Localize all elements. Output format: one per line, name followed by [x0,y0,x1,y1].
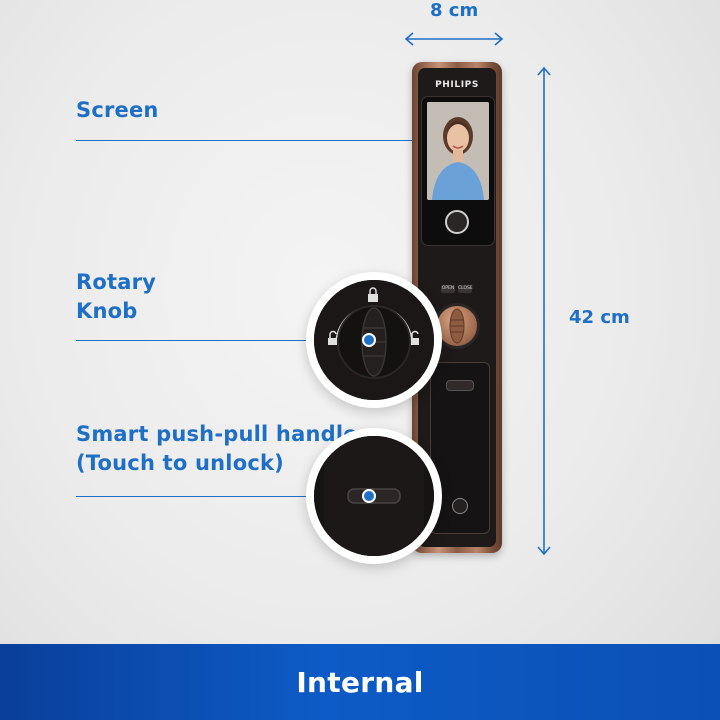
fingerprint-sensor-icon[interactable] [445,210,469,234]
handle-label-line1: Smart push-pull handle [76,422,358,446]
lower-sensor-icon [452,498,468,514]
rotary-knob[interactable] [437,306,477,346]
width-dimension-label: 8 cm [430,0,479,21]
handle-callout-dot [362,489,376,503]
rotary-knob-label-line1: Rotary [76,270,157,294]
rotary-knob-label-line2: Knob [76,299,138,323]
screen-leader-line [76,140,428,141]
height-dimension-label: 42 cm [569,307,630,328]
lock-screen [427,102,489,200]
screen-label: Screen [76,98,159,122]
handle-leader-line [76,496,366,497]
rotary-knob-label: Rotary Knob [76,268,156,326]
person-photo-icon [427,102,489,200]
padlock-closed-icon [368,287,378,302]
handle-touch-slot[interactable] [446,380,474,391]
brand-logo: PHILIPS [435,80,479,90]
handle-label-line2: (Touch to unlock) [76,451,284,475]
open-button[interactable]: OPEN [441,285,455,293]
handle-label: Smart push-pull handle (Touch to unlock) [76,420,358,478]
close-button[interactable]: CLOSE [458,285,473,293]
rotary-knob-closeup-icon [314,280,434,400]
footer-banner: Internal [0,644,720,720]
padlock-open-icon [328,330,419,345]
knob-grip-icon [449,308,465,344]
footer-title: Internal [296,665,424,699]
rotary-knob-leader-line [76,340,366,341]
rotary-knob-callout-dot [362,333,376,347]
width-arrow-icon [404,32,504,46]
height-arrow-icon [537,66,551,556]
